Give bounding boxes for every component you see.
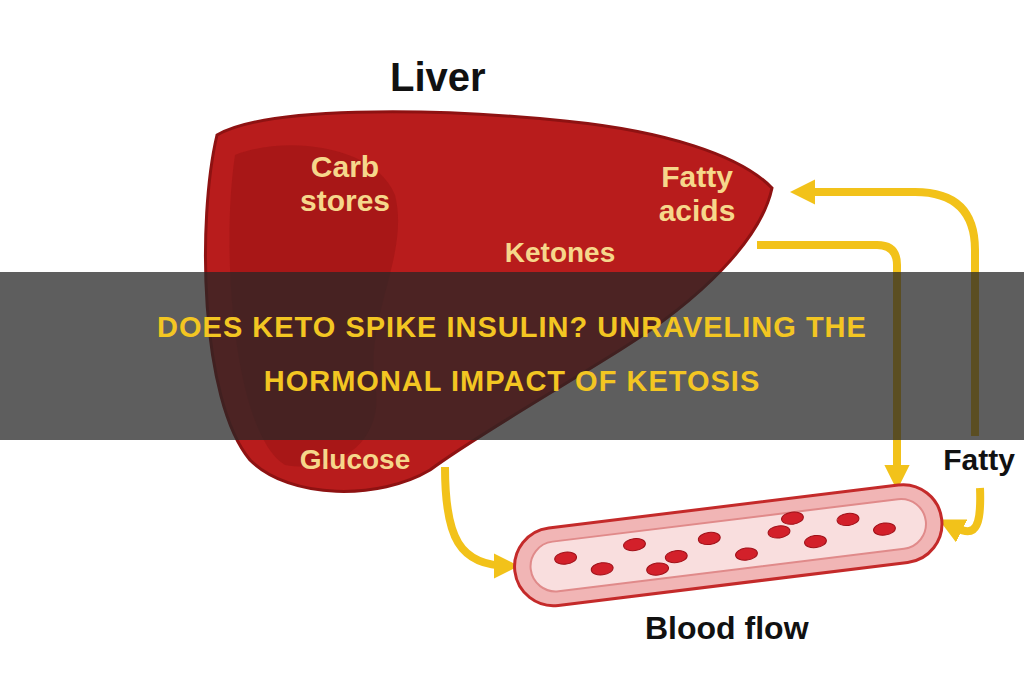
flow-arrow xyxy=(445,467,509,566)
liver-body xyxy=(205,112,772,492)
red-blood-cell xyxy=(698,531,721,546)
red-blood-cell xyxy=(665,549,688,564)
red-blood-cell xyxy=(804,534,827,549)
red-blood-cell xyxy=(646,562,669,577)
red-blood-cell xyxy=(873,522,896,537)
red-blood-cell xyxy=(781,511,804,526)
title-band xyxy=(0,272,1024,440)
ketone-label: Ketones xyxy=(490,236,630,270)
carb-label: Carb stores xyxy=(285,150,405,218)
blood-vessel: Blood flow xyxy=(505,478,955,653)
fatty-acid-arrow xyxy=(948,488,980,531)
red-blood-cell xyxy=(767,525,790,540)
red-blood-cell xyxy=(836,512,859,527)
glucose-label: Glucose xyxy=(290,443,420,477)
vessel-lumen xyxy=(528,496,929,594)
fatty-label: Fatty xyxy=(938,443,1020,477)
red-blood-cell xyxy=(735,547,758,562)
organ-name: Liver xyxy=(390,55,486,100)
red-blood-cell xyxy=(591,561,614,576)
vessel-wall xyxy=(510,480,946,608)
red-blood-cell xyxy=(554,551,577,566)
vessel-shape xyxy=(505,478,955,608)
fatty-acid-label: Fatty acids xyxy=(642,160,752,228)
banner-title: DOES KETO SPIKE INSULIN? UNRAVELING THE … xyxy=(142,300,882,408)
red-blood-cell xyxy=(623,537,646,552)
vessel-name: Blood flow xyxy=(645,610,809,647)
